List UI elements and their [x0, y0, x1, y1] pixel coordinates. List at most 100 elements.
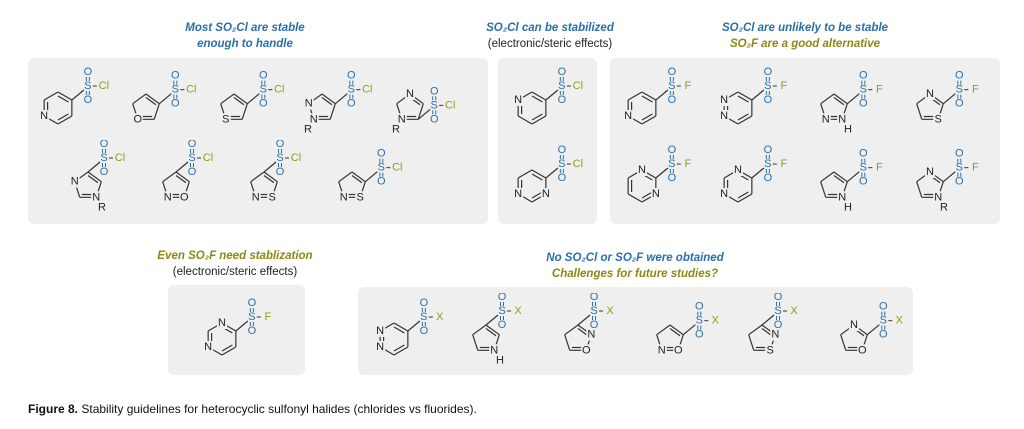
- ring-atom-label: O: [858, 344, 867, 356]
- oxygen-atom: O: [171, 98, 180, 110]
- substituent-label: R: [940, 201, 948, 213]
- halogen-atom: Cl: [445, 99, 455, 111]
- ring-atom-label: N: [252, 191, 260, 203]
- ring-atom-label: N: [926, 166, 934, 178]
- ring-bond: [820, 171, 835, 183]
- sulfur-atom: S: [860, 84, 867, 96]
- sulfur-atom: S: [276, 152, 283, 164]
- oxygen-atom: O: [668, 144, 677, 156]
- oxygen-atom: O: [955, 98, 964, 110]
- halogen-atom: Cl: [186, 84, 196, 96]
- sulfur-bond: [751, 167, 765, 179]
- ring-bond: [627, 193, 643, 203]
- ring-bond: [531, 91, 547, 101]
- double-bond: [485, 328, 497, 337]
- ring-atom-label: N: [376, 325, 384, 337]
- ring-bond: [564, 324, 579, 336]
- ring-bond: [656, 324, 671, 336]
- ring-atom-label: N: [587, 329, 595, 341]
- ring-atom-label: N: [734, 164, 742, 176]
- double-bond: [321, 97, 333, 106]
- ring-bond: [748, 334, 755, 351]
- double-bond: [737, 113, 749, 121]
- sulfur-bond: [655, 167, 669, 179]
- double-bond: [531, 173, 543, 181]
- ring-bond: [627, 91, 643, 101]
- ring-bond: [351, 171, 366, 183]
- oxygen-atom: O: [764, 66, 773, 78]
- oxygen-atom: O: [347, 98, 356, 110]
- double-bond: [641, 191, 653, 199]
- ring-atom-label: N: [71, 176, 79, 188]
- halogen-atom: Cl: [203, 152, 213, 164]
- oxygen-atom: O: [84, 66, 93, 78]
- double-bond: [221, 344, 233, 352]
- sulfur-atom: S: [431, 99, 438, 111]
- ring-atom-label: O: [133, 113, 142, 125]
- panel-b-title: SO₂Cl can be stabilized(electronic/steri…: [486, 22, 614, 50]
- sulfur-bond: [545, 167, 559, 179]
- ring-bond: [833, 93, 848, 105]
- halogen-atom: X: [896, 315, 904, 327]
- oxygen-atom: O: [695, 301, 704, 313]
- double-bond: [145, 97, 157, 106]
- sulfur-bond: [407, 320, 421, 332]
- ring-atom-label: N: [398, 113, 406, 125]
- oxygen-atom: O: [558, 144, 567, 156]
- oxygen-atom: O: [188, 166, 197, 178]
- sulfur-bond: [751, 89, 765, 101]
- substituent-label: H: [844, 201, 852, 213]
- halogen-atom: F: [876, 84, 883, 96]
- sulfur-bond: [655, 89, 669, 101]
- double-bond: [233, 97, 245, 106]
- oxygen-atom: O: [248, 297, 257, 309]
- panel-d-title: Even SO₂F need stablization(electronic/s…: [157, 250, 313, 278]
- sulfur-atom: S: [764, 158, 771, 170]
- ring-bond: [417, 103, 424, 120]
- halogen-atom: Cl: [274, 84, 284, 96]
- ring-bond: [820, 181, 827, 198]
- ring-atom-label: N: [310, 113, 318, 125]
- double-bond: [669, 328, 681, 337]
- oxygen-atom: O: [347, 70, 356, 82]
- ring-atom-label: N: [624, 110, 632, 122]
- oxygen-atom: O: [590, 319, 599, 331]
- double-bond: [641, 95, 653, 103]
- halogen-atom: Cl: [362, 84, 372, 96]
- ring-atom-label: N: [92, 191, 100, 203]
- ring-bond: [263, 171, 278, 183]
- oxygen-atom: O: [420, 325, 429, 337]
- sulfur-atom: S: [956, 162, 963, 174]
- ring-bond: [250, 171, 265, 183]
- ring-atom-label: O: [180, 191, 189, 203]
- halogen-atom: Cl: [392, 162, 402, 174]
- ring-atom-label: N: [652, 188, 660, 200]
- sulfur-atom: S: [764, 80, 771, 92]
- oxygen-atom: O: [84, 94, 93, 106]
- oxygen-atom: O: [859, 148, 868, 160]
- double-bond: [531, 191, 543, 199]
- ring-bond: [737, 193, 753, 203]
- ring-atom-label: N: [514, 188, 522, 200]
- ring-bond: [531, 115, 547, 125]
- sulfur-atom: S: [420, 311, 427, 323]
- ring-bond: [748, 324, 763, 336]
- sulfur-atom: S: [774, 305, 781, 317]
- double-bond: [393, 326, 405, 334]
- double-bond: [393, 344, 405, 352]
- sulfur-bond: [246, 93, 260, 105]
- ring-bond: [485, 324, 500, 336]
- sulfur-bond: [942, 171, 956, 183]
- ring-atom-label: O: [674, 344, 683, 356]
